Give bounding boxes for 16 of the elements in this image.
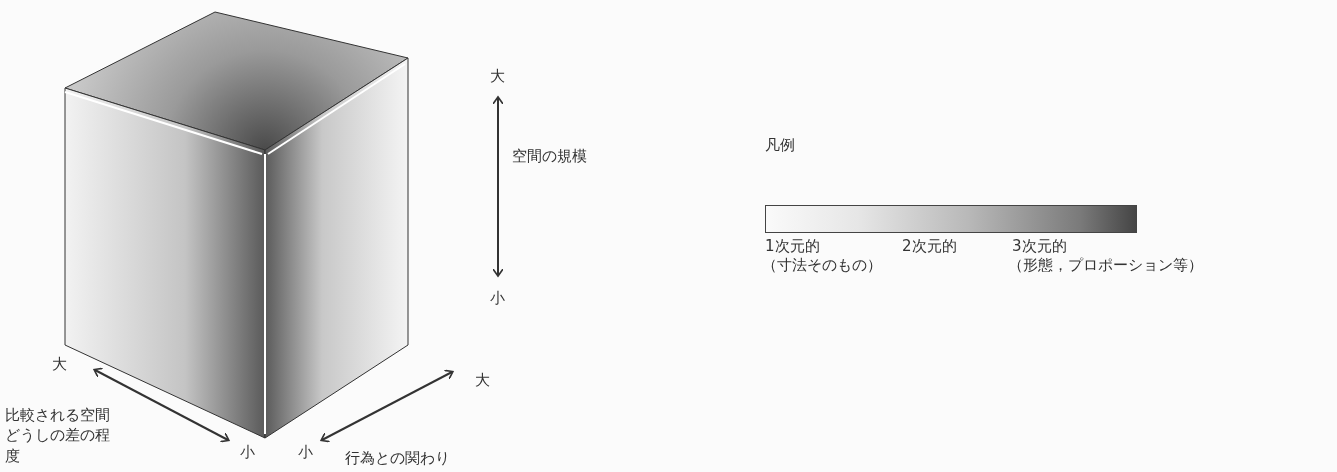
gradient-scale-bar	[765, 205, 1137, 233]
axis-label: 小	[490, 288, 505, 309]
axis-label: 行為との関わり	[345, 448, 450, 469]
axis-label: （形態，プロポーション等）	[1008, 255, 1203, 276]
axis-label: 大	[52, 354, 67, 375]
axis-label: 1次元的	[765, 236, 820, 257]
axis-label: 2次元的	[902, 236, 957, 257]
axis-label: 小	[240, 442, 255, 463]
axis-label: 小	[298, 442, 313, 463]
axis-label: 空間の規模	[512, 146, 587, 167]
axis-label: （寸法そのもの）	[762, 255, 882, 276]
axis-label: 比較される空間どうしの差の程度	[5, 405, 111, 466]
axis-label: 大	[490, 66, 505, 87]
axis-label: 凡例	[765, 135, 795, 156]
axis-label: 3次元的	[1012, 236, 1067, 257]
axis-label: 大	[475, 370, 490, 391]
